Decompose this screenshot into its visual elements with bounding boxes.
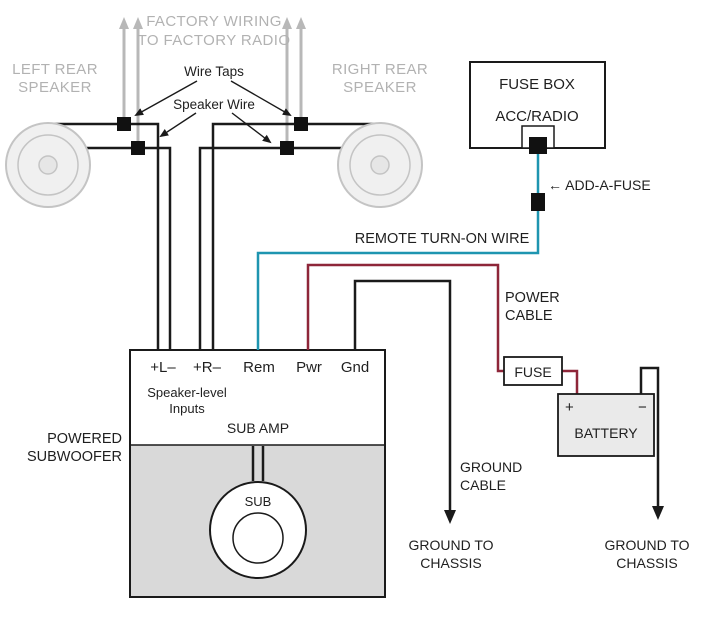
right-speaker-wire-minus xyxy=(198,146,370,350)
speaker-mid-ring xyxy=(349,134,411,196)
add-a-fuse-plug xyxy=(529,137,547,154)
wire-tap-right-upper xyxy=(294,117,308,131)
speaker-mid-ring xyxy=(17,134,79,196)
powered-subwoofer-label-line2: SUBWOOFER xyxy=(27,449,122,465)
ground-to-chassis-left-line1: GROUND TO xyxy=(408,537,493,553)
terminal-left-input: +L– xyxy=(150,359,176,376)
powered-subwoofer-label-line1: POWERED xyxy=(47,431,122,447)
power-cable-wire-to-battery xyxy=(562,369,579,394)
factory-wiring-arrows xyxy=(119,17,306,142)
factory-wiring-label-line2: TO FACTORY RADIO xyxy=(138,32,291,49)
ground-cable-wire xyxy=(353,279,456,524)
acc-radio-label: ACC/RADIO xyxy=(495,108,578,125)
fuse-label: FUSE xyxy=(514,364,551,380)
ground-cable-label-line2: CABLE xyxy=(460,477,506,493)
inline-fuse: FUSE xyxy=(503,356,563,386)
terminal-ground: Gnd xyxy=(341,359,369,376)
terminal-remote: Rem xyxy=(243,359,275,376)
factory-wiring-label-line1: FACTORY WIRING xyxy=(146,13,282,30)
fuse-outline xyxy=(503,356,563,386)
right-speaker-label-line2: SPEAKER xyxy=(343,79,417,96)
power-cable-label-line1: POWER xyxy=(505,290,560,306)
battery-ground-wire xyxy=(639,366,664,520)
left-rear-speaker xyxy=(5,122,91,208)
terminal-right-input: +R– xyxy=(193,359,222,376)
ground-cable-label-line1: GROUND xyxy=(460,459,522,475)
speaker-center-cap xyxy=(370,155,390,175)
battery-label: BATTERY xyxy=(574,425,638,441)
sub-label: SUB xyxy=(245,494,272,509)
wire-taps xyxy=(117,117,308,155)
ground-to-chassis-left-line2: CHASSIS xyxy=(420,555,481,571)
battery-plus-terminal: + xyxy=(565,399,574,416)
ground-to-chassis-right-line2: CHASSIS xyxy=(616,555,677,571)
speaker-wire-pointer-right xyxy=(231,112,272,144)
wire-tap-right-lower xyxy=(280,141,294,155)
wire-taps-label: Wire Taps xyxy=(184,64,244,79)
wire-tap-left-lower xyxy=(131,141,145,155)
wire-taps-pointer-left xyxy=(134,80,198,116)
left-speaker-wire-plus xyxy=(48,122,160,350)
speaker-wire-label: Speaker Wire xyxy=(173,97,255,112)
speaker-center-cap xyxy=(38,155,58,175)
left-speaker-label-line1: LEFT REAR xyxy=(12,61,98,78)
battery-minus-terminal: − xyxy=(638,399,647,416)
sub-amp-label: SUB AMP xyxy=(227,420,289,436)
add-a-fuse-holder xyxy=(531,193,545,211)
speaker-wires xyxy=(48,122,375,350)
power-cable-wire xyxy=(306,263,504,373)
add-a-fuse-label: ← ADD-A-FUSE xyxy=(548,177,651,193)
right-rear-speaker xyxy=(337,122,423,208)
remote-turn-on-label: REMOTE TURN-ON WIRE xyxy=(355,231,530,247)
ground-to-chassis-right-line1: GROUND TO xyxy=(604,537,689,553)
fuse-box-label: FUSE BOX xyxy=(499,76,575,93)
right-speaker-label-line1: RIGHT REAR xyxy=(332,61,428,78)
fuse-box: FUSE BOX ACC/RADIO xyxy=(469,61,606,154)
power-cable-label-line2: CABLE xyxy=(505,308,553,324)
left-speaker-wire-minus xyxy=(48,146,172,350)
powered-subwoofer-box: +L– +R– Rem Pwr Gnd Speaker-level Inputs… xyxy=(129,349,386,598)
sub-cone-inner xyxy=(232,512,284,564)
speaker-level-inputs-line2: Inputs xyxy=(169,401,205,416)
battery-outline xyxy=(557,393,655,457)
speaker-level-inputs-line1: Speaker-level xyxy=(147,385,227,400)
left-speaker-label-line2: SPEAKER xyxy=(18,79,92,96)
right-speaker-wire-plus xyxy=(211,122,375,350)
battery: + − BATTERY xyxy=(557,393,655,457)
speaker-wire-pointer-left xyxy=(159,112,197,138)
wire-taps-pointer-right xyxy=(230,80,292,116)
wire-tap-left-upper xyxy=(117,117,131,131)
terminal-power: Pwr xyxy=(296,359,322,376)
